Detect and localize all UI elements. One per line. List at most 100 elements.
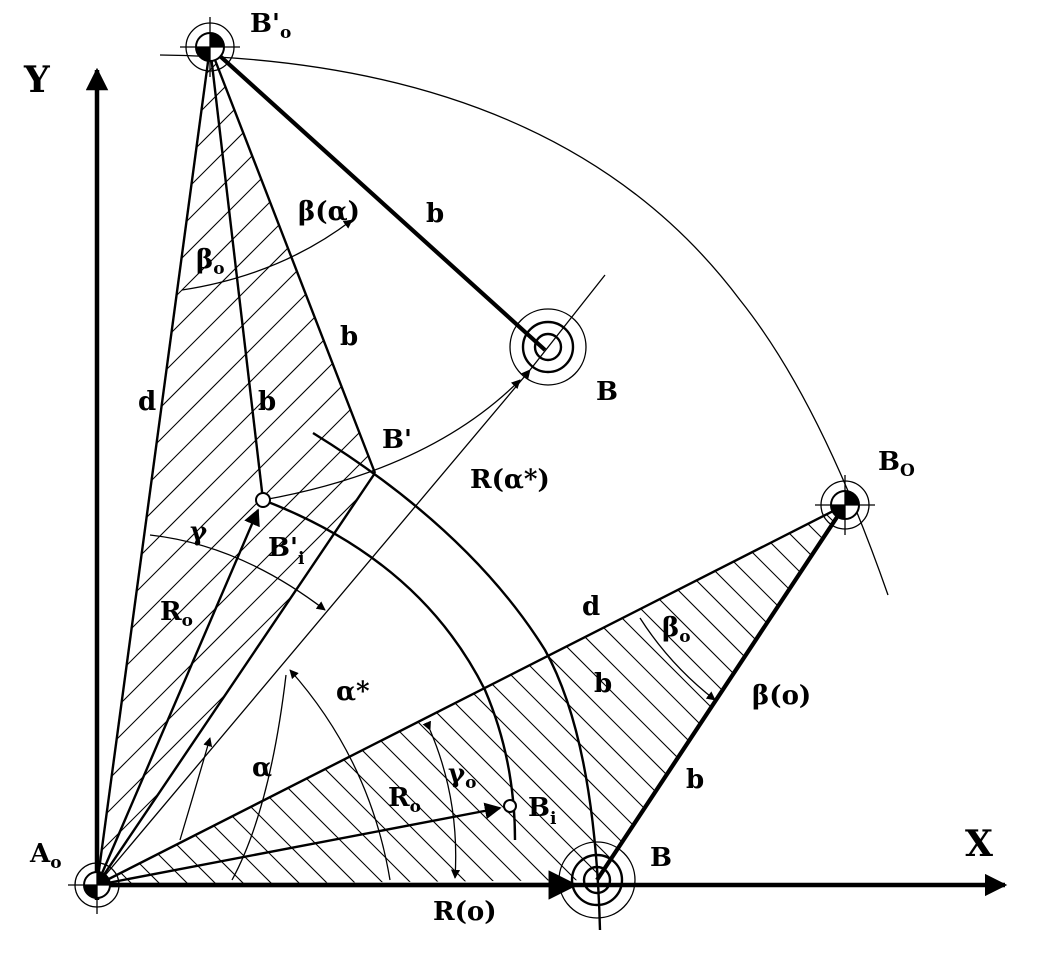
label-A0: Ao: [29, 839, 62, 873]
arc-Bi: [262, 498, 517, 841]
hatch-line: [0, 0, 24, 954]
hatch-line: [0, 0, 90, 954]
hatch-line: [675, 505, 845, 885]
arc-gamma: [149, 534, 326, 611]
arc-alpha-star: [289, 669, 391, 881]
joint-Bi: [503, 799, 517, 813]
label-b-inner: b: [258, 387, 276, 417]
hatch-line: [0, 0, 34, 954]
arc-Bi-to-B: [262, 379, 521, 501]
label-b-mid: b: [340, 322, 358, 352]
hatch-line: [97, 505, 679, 885]
joint-B-top: [509, 308, 587, 386]
hatch-line: [535, 505, 845, 885]
hatch-line: [97, 505, 707, 885]
label-b-top: b: [426, 199, 444, 229]
label-alpha: α: [252, 753, 272, 783]
joint-B-bottom: [558, 841, 636, 919]
hatch-line: [591, 505, 845, 885]
hatch-line: [97, 47, 375, 885]
hatch-line: [97, 505, 651, 885]
hatch-line: [97, 505, 315, 885]
hatch-line: [843, 505, 845, 885]
label-beta-o-right: βo: [662, 613, 691, 647]
link-b-mid: [208, 46, 377, 474]
hatch-line: [97, 505, 427, 885]
hatch-line: [97, 47, 249, 885]
hatch-line: [97, 505, 343, 885]
hatch-line: [97, 47, 375, 885]
label-d-right: d: [582, 592, 600, 622]
hatch-line: [0, 0, 56, 954]
label-R-o: R(o): [433, 897, 497, 927]
arc-alpha: [179, 737, 213, 841]
arc-beta-alpha: [181, 219, 353, 291]
hatch-line: [97, 505, 203, 885]
pivot-A0: [68, 856, 126, 914]
hatch-line: [349, 47, 375, 885]
hatch-line: [97, 47, 375, 885]
label-Bi-prime: B'i: [268, 533, 305, 569]
extension-line: [529, 274, 606, 371]
hatch-line: [189, 47, 375, 885]
hatch-line: [97, 505, 845, 885]
label-beta-o-func: β(o): [752, 681, 811, 711]
joint-Bi-prime: [255, 492, 271, 508]
arc-beta-o-right: [639, 617, 716, 701]
label-B0-prime: B'o: [250, 9, 291, 43]
hatch-line: [97, 47, 375, 885]
vector-R0-upper: [95, 508, 260, 886]
hatch-line: [97, 47, 375, 885]
hatch-line: [317, 47, 375, 885]
hatch-line: [97, 505, 147, 885]
hatch-line: [97, 47, 313, 885]
hatch-line: [97, 47, 375, 885]
hatch-line: [97, 47, 375, 885]
hatch-line: [731, 505, 845, 885]
y-axis-label: Y: [23, 59, 51, 101]
hatch-line: [97, 505, 763, 885]
hatch-line: [255, 505, 845, 885]
hatch-line: [619, 505, 845, 885]
hatch-line: [479, 505, 845, 885]
hatch-line: [97, 505, 483, 885]
hatch-line: [97, 505, 539, 885]
arc-gamma-o: [422, 720, 461, 879]
hatch-line: [97, 47, 375, 885]
hatch-line: [97, 505, 455, 885]
hatch-line: [97, 505, 791, 885]
hatch-line: [97, 505, 735, 885]
label-B-prime: B': [382, 425, 412, 455]
pivot-B0: [815, 475, 875, 535]
label-R0-upper: Ro: [160, 597, 193, 631]
link-b-top: [208, 45, 547, 352]
hatch-line: [97, 47, 375, 885]
hatch-line: [97, 47, 375, 885]
label-B-top: B: [596, 377, 618, 407]
hatch-line: [815, 505, 845, 885]
hatch-line: [703, 505, 845, 885]
hatch-line: [97, 505, 231, 885]
hatch-line: [97, 47, 375, 885]
hatch-line: [97, 47, 375, 885]
label-beta-alpha: β(α): [298, 197, 360, 227]
arc-B: [312, 431, 602, 931]
label-b-right-a: b: [594, 669, 612, 699]
arc-alpha-star-base: [231, 674, 287, 881]
hatch-line: [339, 505, 845, 885]
hatch-line: [0, 0, 6, 954]
hatch-line: [143, 505, 845, 885]
hatch-line: [97, 47, 345, 885]
vector-R-alpha-star: [96, 369, 531, 886]
link-b-right: [595, 503, 847, 882]
hatch-line: [507, 505, 845, 885]
label-R0-lower: Ro: [388, 783, 421, 817]
hatch-line: [97, 47, 375, 885]
label-alpha-star: α*: [336, 677, 370, 707]
label-Bi: Bi: [528, 793, 557, 829]
hatch-line: [647, 505, 845, 885]
hatch-line: [97, 505, 567, 885]
link-b-inner: [208, 46, 265, 501]
label-d-left: d: [138, 387, 156, 417]
